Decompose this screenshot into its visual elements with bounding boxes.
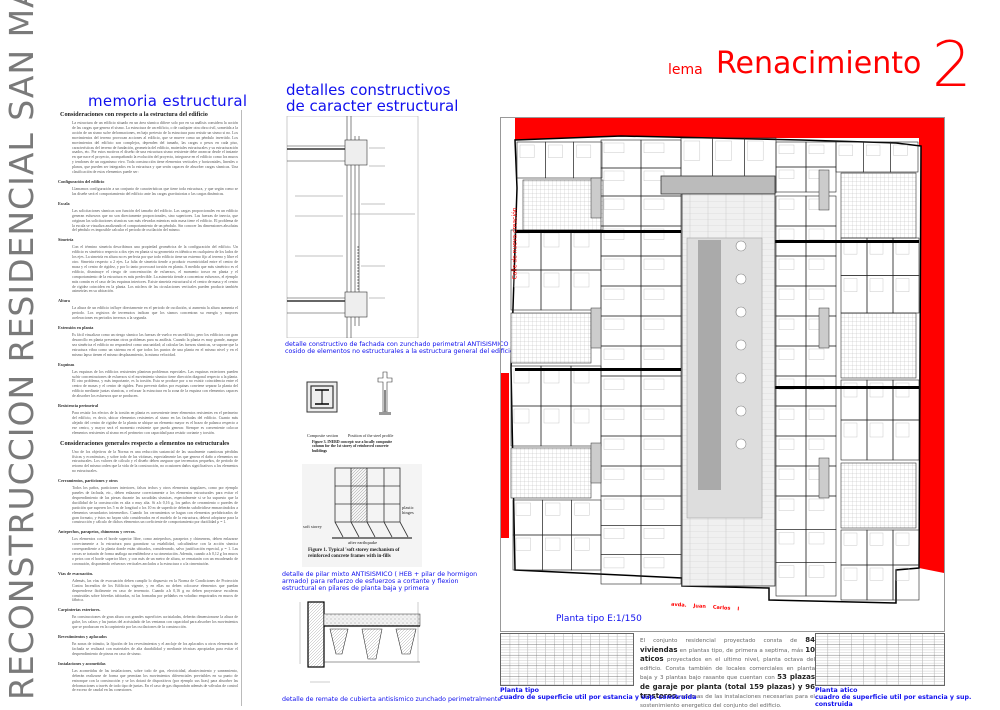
floor-plan-drawing: [501, 118, 944, 604]
soft-storey-figure: soft storey plastic hinges after earthqu…: [302, 464, 422, 567]
patio: [522, 179, 604, 231]
memoria-heading-2: Consideraciones generales respecto a ele…: [60, 439, 230, 447]
roof-detail-drawing: [299, 601, 421, 683]
corridor-wall: [775, 386, 919, 389]
inerd-figure: [306, 371, 393, 415]
stair-core: [590, 177, 602, 219]
memoria-section-title: Escala: [58, 200, 70, 206]
plastic-hinges-label: plastic hinges: [402, 505, 414, 515]
table-left-title: Planta tipo: [500, 687, 539, 694]
memoria-section-text: Las esquinas de los edificios resistente…: [72, 369, 238, 399]
caption-roof: detalle de remate de cubierta antisísmic…: [282, 696, 502, 703]
soft-storey-label: soft storey: [303, 524, 322, 529]
patio: [510, 312, 592, 364]
memoria-section-text: Los elementos con el borde superior libr…: [72, 537, 238, 566]
memoria-section-title: Altura: [58, 298, 70, 304]
inerd-caption: Figure 3. INERD concept: use a locally c…: [312, 440, 393, 453]
inerd-label-left: Composite section: [307, 433, 339, 438]
details-title: detalles constructivos de caracter estru…: [286, 82, 458, 114]
caption-facade: detalle constructivo de fachada con zunc…: [285, 341, 515, 355]
patio: [840, 172, 917, 239]
memoria-section-title: Esquinas: [58, 361, 75, 367]
facade-section-drawing: [286, 116, 419, 338]
floor-plan-frame: Calle de nueva creación avda. Juan Carlo…: [500, 117, 945, 632]
table-left-subtitle: cuadro de superficie util por estancia y…: [500, 694, 697, 701]
memoria-title: memoria estructural: [88, 92, 248, 110]
memoria-section-title: Carpinterías exteriores.: [58, 607, 101, 613]
motto-prefix: lema: [668, 62, 703, 78]
table-planta-atico: [815, 633, 945, 686]
board-number: 2: [932, 28, 972, 101]
corridor-wall: [775, 240, 919, 243]
details-title-line1: detalles constructivos: [286, 81, 451, 99]
memoria-section-text: La altura de un edificio influye directa…: [72, 306, 238, 321]
memoria-section-title: Revestimientos y aplacados: [58, 634, 107, 640]
corridor-wall: [515, 230, 681, 233]
tree-icon: [735, 438, 747, 450]
memoria-section-text: Las solicitaciones sísmicas son función …: [72, 208, 238, 233]
caption-pillar: detalle de pilar mixto ANTISISMICO ( HEB…: [282, 571, 478, 592]
memoria-section-text: Con el término simetría describimos una …: [72, 245, 238, 294]
stair-core: [590, 307, 602, 349]
courtyard-edge: [660, 175, 776, 195]
details-title-line2: de caracter estructural: [286, 97, 459, 115]
motto-name: Renacimiento: [716, 46, 922, 81]
plan-label: Planta tipo E:1/150: [556, 614, 642, 624]
memoria-section-title: Vías de evacuación.: [58, 570, 94, 576]
memoria-section-text: En construcciones de gran altura con gra…: [72, 615, 238, 630]
patio: [840, 462, 917, 529]
stair-core: [818, 307, 830, 349]
memoria-section-text: Llamamos configuración a un conjunto de …: [72, 186, 238, 196]
patio: [840, 312, 917, 379]
soft-storey-caption: Figure 1. Typical 'soft storey mechanism…: [308, 548, 400, 559]
stair-core: [818, 457, 830, 499]
site-red-area: [501, 373, 509, 538]
inerd-label-right: Position of the steel profile: [348, 433, 394, 438]
after-earthquake-label: after earthquake: [348, 540, 378, 545]
memoria-section-title: Resistencia perimetral: [58, 403, 99, 409]
stair-core: [590, 442, 602, 484]
patio: [510, 447, 592, 499]
tree-icon: [735, 339, 747, 351]
memoria-intro: La estructura de un edificio situado en …: [72, 121, 238, 175]
memoria-section-title: Extensión en planta: [58, 325, 94, 331]
memoria-intro-2: Uno de los objetivos de la Norma es una …: [72, 449, 238, 474]
stair-core: [818, 169, 830, 211]
memoria-section-text: Además, las vías de evacuación deben cum…: [72, 578, 238, 603]
street-left-label: Calle de nueva creación: [511, 207, 519, 280]
memoria-section-text: Para resistir los efectos de la torsión …: [72, 411, 238, 435]
memoria-section-text: Las acometidas de las instalaciones, sob…: [72, 668, 238, 693]
memoria-section-title: Antepechos, parapetos, chimeneas y cerco…: [58, 529, 136, 535]
tree-icon: [735, 372, 747, 384]
tree-icon: [735, 405, 747, 417]
memoria-section-text: Es fácil visualizar como un riesgo sísmi…: [72, 333, 238, 357]
tree-icon: [735, 273, 747, 285]
memoria-section-text: Todos los paños, particiones interiores,…: [72, 486, 238, 525]
table-right-title: Planta atico: [815, 687, 858, 694]
memoria-section-text: En zonas de tránsito, la fijación de los…: [72, 642, 238, 656]
tree-icon: [735, 306, 747, 318]
board-title: RECONSTRUCCION RESIDENCIAL SAN MATEO: [2, 0, 41, 700]
table-right-subtitle: cuadro de superficie util por estancia y…: [815, 694, 972, 708]
memoria-heading-1: Consideraciones con respecto a la estruc…: [60, 111, 208, 118]
tree-icon: [735, 240, 747, 252]
corridor-wall: [515, 368, 681, 371]
courtyard-water-strip: [698, 240, 721, 490]
memoria-section-title: Configuración del edificio: [58, 178, 105, 184]
table-planta-tipo: [500, 633, 634, 686]
memoria-section-title: Cerramientos, particiones y otros: [58, 478, 118, 484]
memoria-text: Consideraciones con respecto a la estruc…: [58, 110, 242, 706]
memoria-section-title: Instalaciones y acometidas: [58, 660, 106, 666]
memoria-section-title: Simetría: [58, 237, 74, 243]
